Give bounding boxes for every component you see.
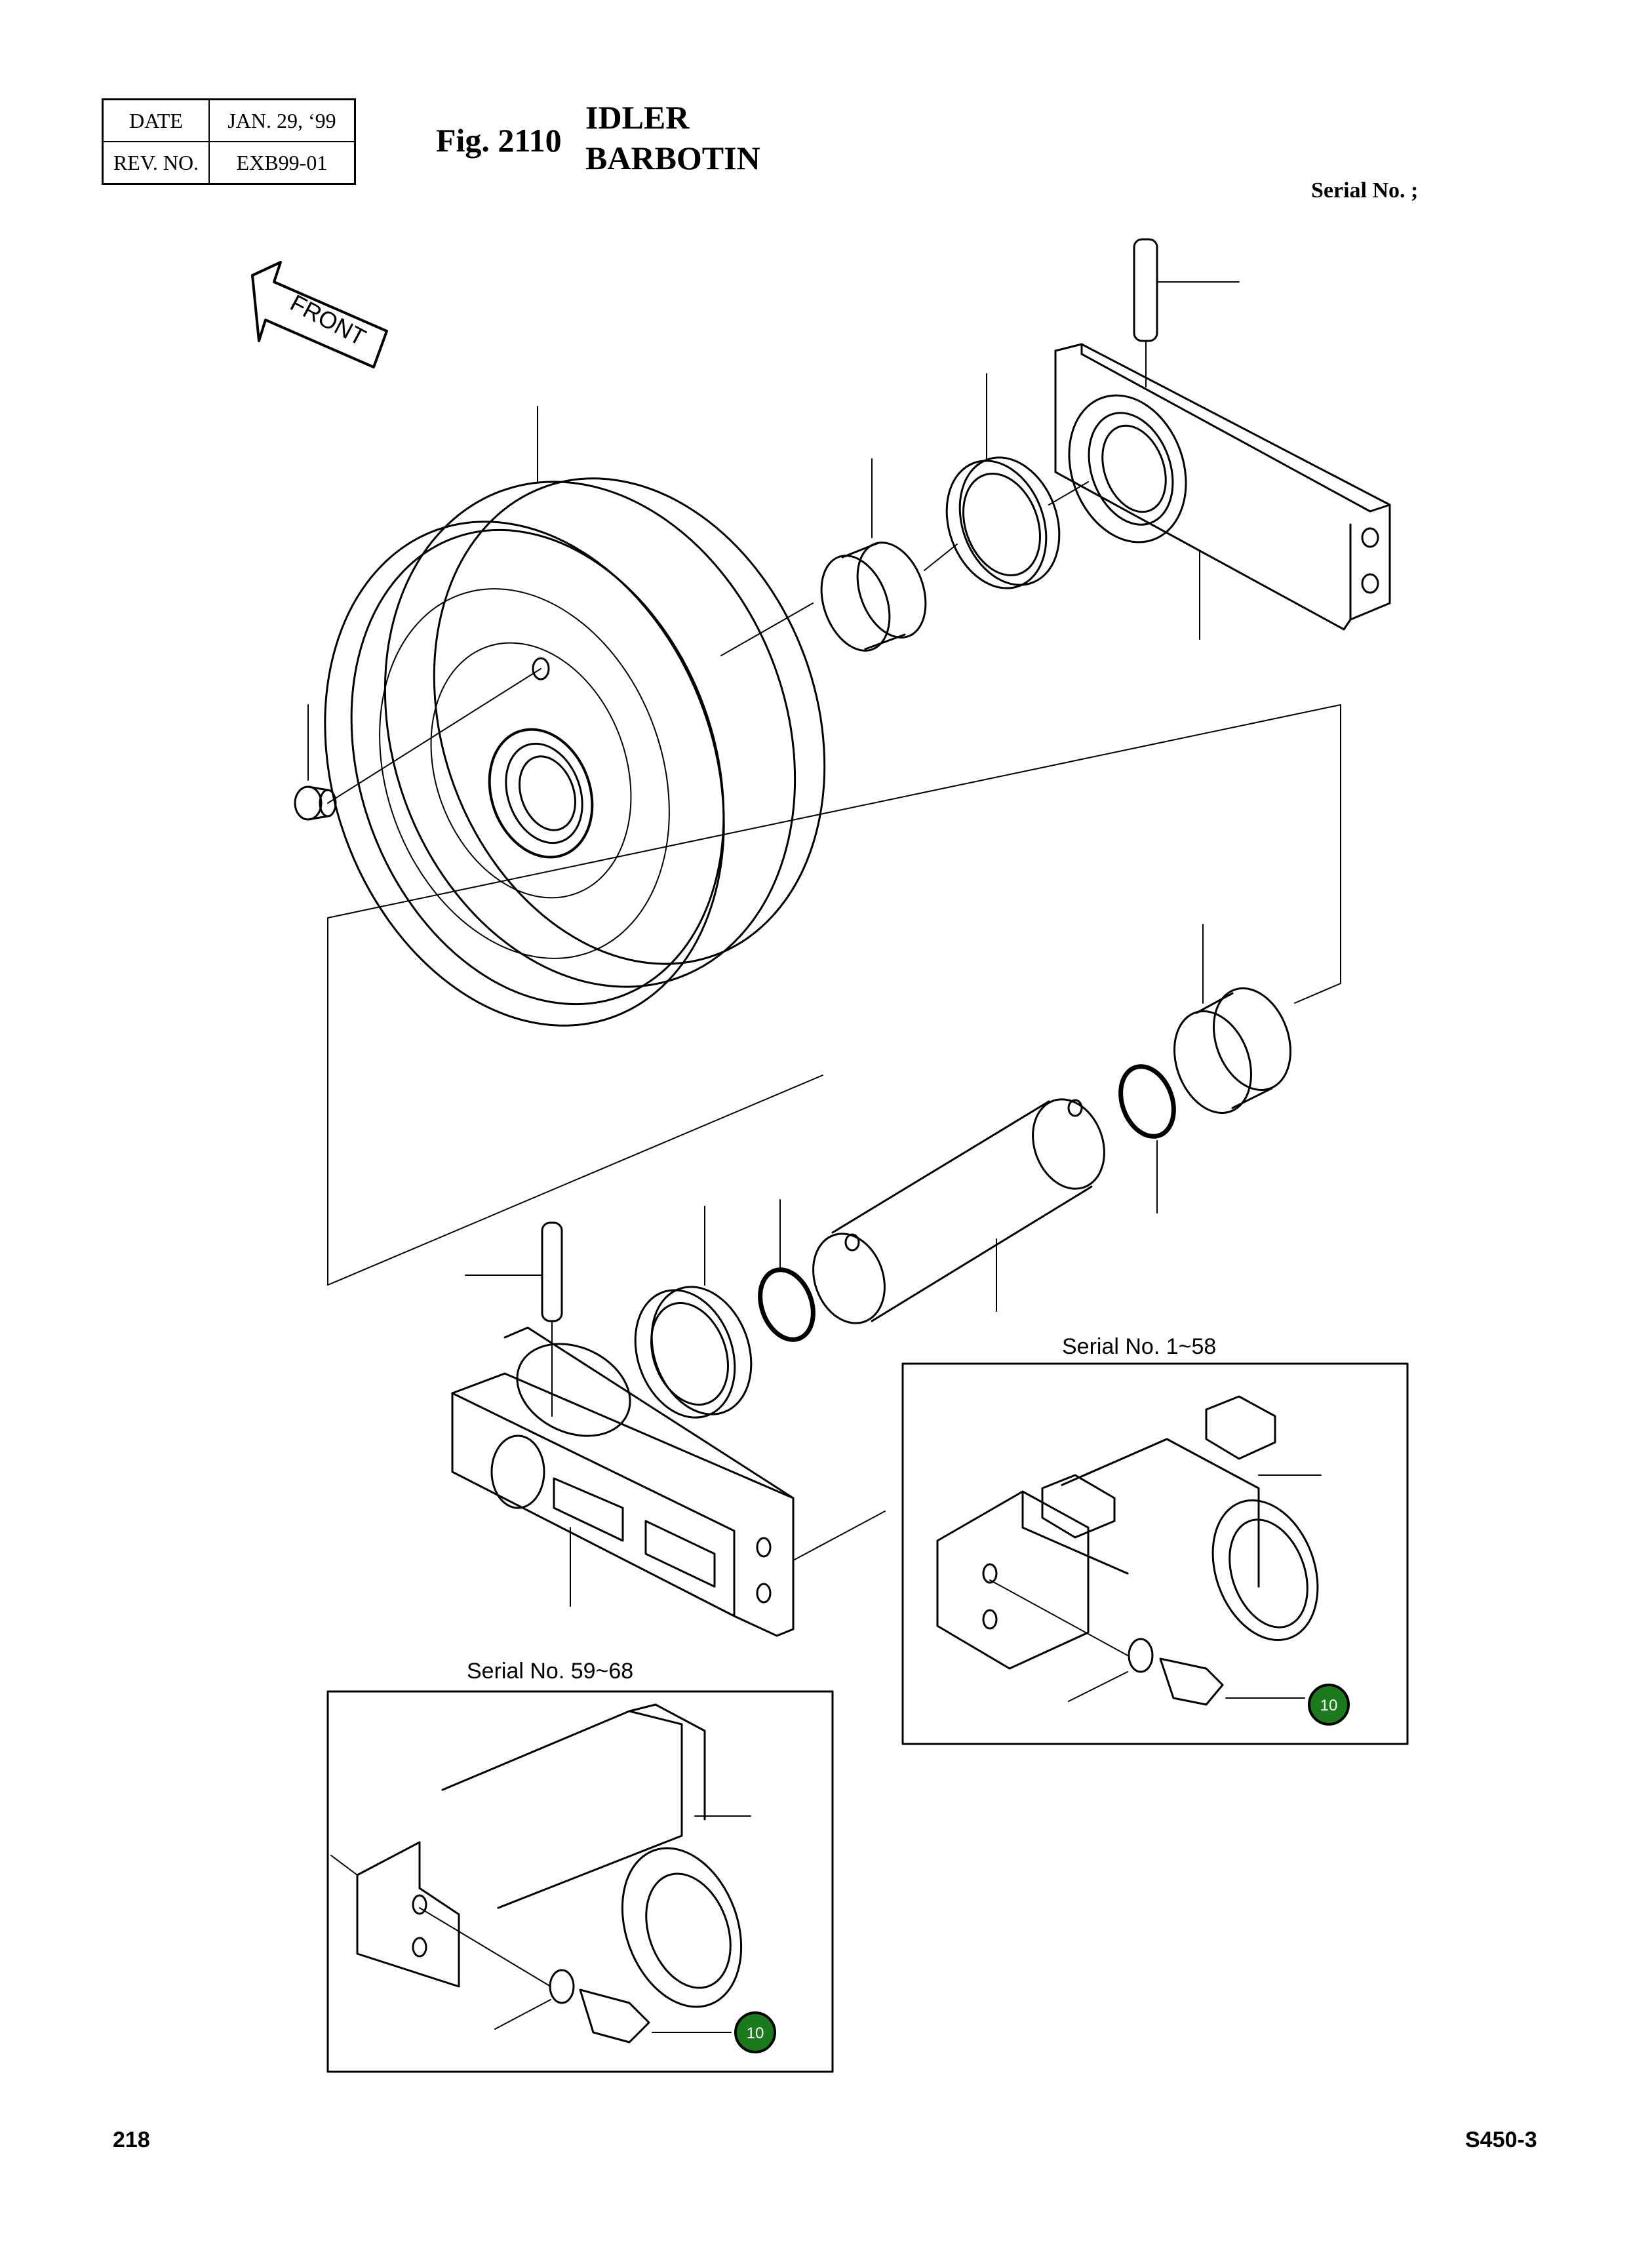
rev-value: EXB99-01 xyxy=(208,141,356,185)
pin-lower xyxy=(465,1221,563,1417)
date-label: DATE xyxy=(102,98,210,142)
figure-title-line2: BARBOTIN xyxy=(585,140,760,176)
figure-title-line1: IDLER xyxy=(585,99,690,136)
bushing-lower xyxy=(1173,924,1291,1114)
o-ring-left xyxy=(758,1199,816,1342)
callout-10-inset-2-label: 10 xyxy=(747,2025,764,2042)
floating-seal-lower xyxy=(634,1206,753,1419)
front-direction-arrow xyxy=(251,261,388,368)
callout-10-inset-1-label: 10 xyxy=(1320,1697,1338,1714)
front-arrow-label: FRONT xyxy=(286,289,370,351)
idler-wheel xyxy=(324,406,826,1027)
floating-seal-upper xyxy=(945,373,1061,589)
figure-number: Fig. 2110 xyxy=(436,122,562,159)
inset-serial-1-58 xyxy=(901,1362,1409,1745)
plug xyxy=(294,668,541,821)
date-value: JAN. 29, ‘99 xyxy=(208,98,356,142)
callout-10-inset-2[interactable]: 10 xyxy=(734,2011,776,2053)
inset-1-title: Serial No. 1~58 xyxy=(1062,1334,1216,1359)
callout-10-inset-1[interactable]: 10 xyxy=(1308,1684,1350,1726)
o-ring-right xyxy=(1118,1064,1176,1214)
pin-upper xyxy=(1133,238,1240,387)
page-number: 218 xyxy=(113,2127,150,2152)
bracket-upper xyxy=(1054,343,1391,640)
revision-table: DATE JAN. 29, ‘99 REV. NO. EXB99-01 xyxy=(102,98,356,185)
bushing-upper xyxy=(820,458,927,652)
serial-number-heading: Serial No. ; xyxy=(1311,178,1419,203)
assembly-center-lines xyxy=(327,481,1341,1286)
bracket-lower xyxy=(451,1326,886,1637)
rev-label: REV. NO. xyxy=(102,141,210,185)
inset-serial-59-68 xyxy=(326,1690,834,2073)
inset-2-title: Serial No. 59~68 xyxy=(467,1659,633,1684)
idler-shaft xyxy=(812,1098,1105,1324)
model-number: S450-3 xyxy=(1465,2127,1537,2152)
